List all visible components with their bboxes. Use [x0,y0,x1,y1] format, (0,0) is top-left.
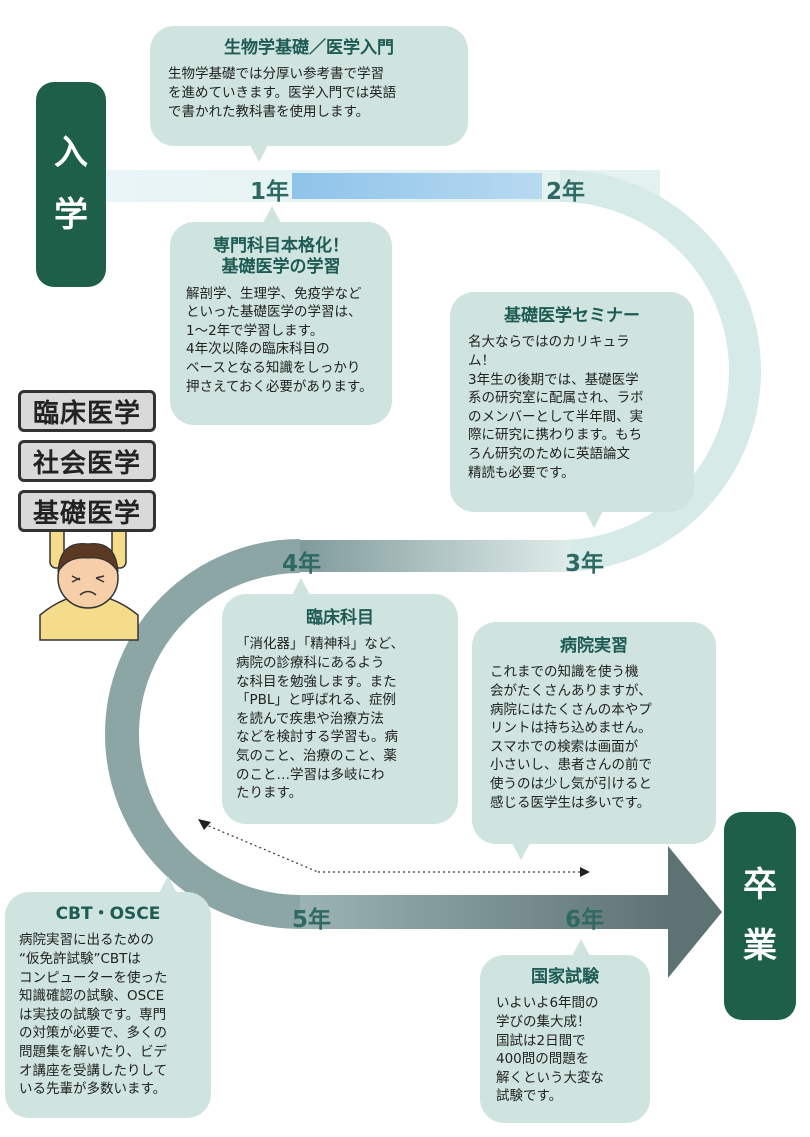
bubble-clinical-title: 臨床科目 [306,608,374,628]
bubble-exam-title: 国家試験 [531,967,599,987]
bubble-exam-body: いよいよ6年間の 学びの集大成！ 国試は2日間で 400問の問題を 解くという大… [496,995,604,1105]
sign-basic-medicine: 基礎医学 [18,490,156,532]
bubble-specialty-body: 解剖学、生理学、免疫学など といった基礎医学の学習は、 1～2年で学習します。 … [186,285,373,395]
year-5-label: 5年 [292,907,332,933]
sign-social-medicine: 社会医学 [18,440,156,482]
sign-clinical-medicine: 臨床医学 [18,390,156,432]
bubble-exam: 国家試験 いよいよ6年間の 学びの集大成！ 国試は2日間で 400問の問題を 解… [480,939,650,1123]
track-curve-right [559,170,761,572]
student-illustration [39,517,139,641]
bubble-specialty-title: 専門科目本格化！ 基礎医学の学習 [213,236,349,278]
bubble-biology-body: 生物学基礎では分厚い参考書で学習 を進めていきます。医学入門では英語 で書かれた… [168,66,397,120]
bubble-hospital-body: これまでの知識を使う機 会がたくさんありますが、 病院にはたくさんの本やプ リン… [490,664,652,811]
graduation-char-1: 卒 [743,864,777,905]
track-curve-left [105,539,301,929]
graduation-label: 卒 業 [724,812,796,1020]
track-segment-5-6 [300,895,672,929]
year-1-label: 1年 [250,179,290,205]
bubble-clinical: 臨床科目 「消化器」「精神科」など、 病院の診療科にあるよう な科目を勉強します… [222,578,458,824]
track-highlight [292,173,542,199]
graduation-arrow [668,846,722,978]
bubble-biology-title: 生物学基礎／医学入門 [224,38,394,58]
bubble-biology: 生物学基礎／医学入門 生物学基礎では分厚い参考書で学習 を進めていきます。医学入… [150,26,468,162]
bubble-specialty: 専門科目本格化！ 基礎医学の学習 解剖学、生理学、免疫学など といった基礎医学の… [170,206,392,425]
bubble-seminar-title: 基礎医学セミナー [504,306,640,326]
entrance-char-1: 入 [54,133,88,174]
bubble-seminar-body: 名大ならではのカリキュラ ム！ 3年生の後期では、基礎医学 系の研究室に配属され… [468,334,644,481]
year-6-label: 6年 [565,907,605,933]
entrance-label: 入 学 [36,82,106,287]
dotted-connector [203,823,319,873]
year-4-label: 4年 [282,551,322,577]
track-segment-3-4 [300,540,570,572]
bubble-clinical-body: 「消化器」「精神科」など、 病院の診療科にあるよう な科目を勉強します。また 「… [236,636,405,802]
bubble-seminar: 基礎医学セミナー 名大ならではのカリキュラ ム！ 3年生の後期では、基礎医学 系… [450,292,694,528]
entrance-char-2: 学 [54,194,88,235]
bubble-cbt: CBT・OSCE 病院実習に出るための “仮免許試験”CBTは コンピューターを… [5,876,211,1118]
bubble-cbt-body: 病院実習に出るための “仮免許試験”CBTは コンピューターを使った 知識確認の… [19,932,168,1098]
bubble-hospital-title: 病院実習 [560,636,628,656]
year-3-label: 3年 [565,551,605,577]
graduation-char-2: 業 [743,926,777,966]
year-2-label: 2年 [546,179,586,205]
bubble-cbt-title: CBT・OSCE [55,904,161,924]
bubble-hospital: 病院実習 これまでの知識を使う機 会がたくさんありますが、 病院にはたくさんの本… [472,622,716,860]
